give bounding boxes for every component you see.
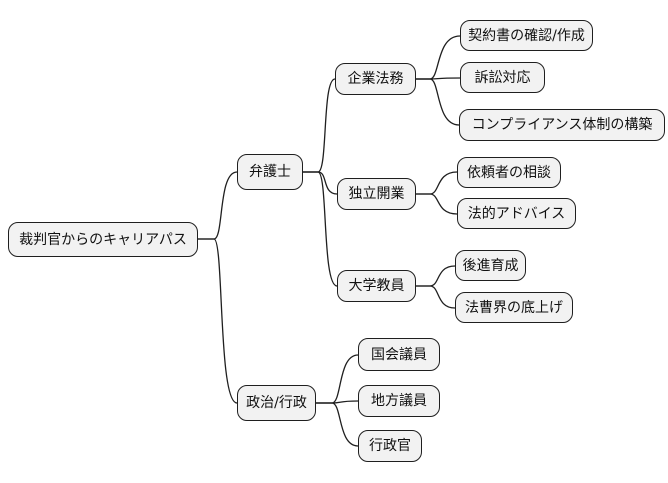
node-politics-admin: 政治/行政 <box>237 385 316 421</box>
node-contract-review: 契約書の確認/作成 <box>460 20 593 51</box>
node-independent-practice: 独立開業 <box>337 178 416 210</box>
node-lawyer: 弁護士 <box>237 154 303 190</box>
node-mentoring: 後進育成 <box>455 250 526 281</box>
node-civil-servant: 行政官 <box>358 430 422 462</box>
edge-politics-civil-servant <box>315 402 359 447</box>
edge-lawyer-corporate-legal <box>302 78 336 173</box>
node-client-consultation: 依頼者の相談 <box>457 157 561 188</box>
edge-root-politics <box>197 238 238 404</box>
edge-politics-diet-member <box>315 354 359 404</box>
edge-independent-legal-advice <box>415 193 458 215</box>
node-root-career-path: 裁判官からのキャリアパス <box>8 222 198 257</box>
node-legal-community-uplift: 法曹界の底上げ <box>455 292 573 323</box>
edge-root-lawyer <box>197 171 238 240</box>
edge-corporate-compliance <box>415 78 460 126</box>
edge-university-mentoring <box>415 265 456 287</box>
node-litigation: 訴訟対応 <box>460 62 545 93</box>
node-compliance: コンプライアンス体制の構築 <box>459 109 665 141</box>
node-local-assembly-member: 地方議員 <box>358 385 440 417</box>
edge-university-legal-community <box>415 285 456 309</box>
node-university-faculty: 大学教員 <box>337 270 416 302</box>
edge-corporate-contract-review <box>415 35 461 80</box>
edge-independent-client-consultation <box>415 171 458 195</box>
edge-lawyer-university-faculty <box>302 171 338 287</box>
node-corporate-legal: 企業法務 <box>335 63 416 95</box>
node-legal-advice: 法的アドバイス <box>457 198 576 229</box>
node-diet-member: 国会議員 <box>358 338 440 371</box>
